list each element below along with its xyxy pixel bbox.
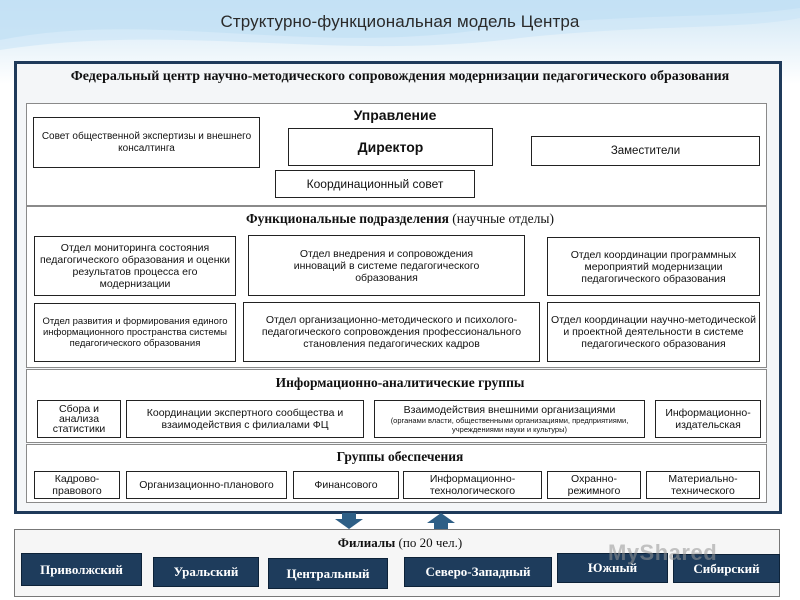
branch-box: Уральский [153,557,259,587]
functional-title-bold: Функциональные подразделения [246,211,449,226]
functional-unit: Отдел координации программных мероприяти… [547,237,760,296]
info-group-external: Взаимодействия внешними организациями (о… [374,400,645,438]
support-group-box: Финансового [293,471,399,499]
slide-title: Структурно-функциональная модель Центра [220,12,580,31]
info-group-external-note: (органами власти, общественными организа… [390,416,629,434]
functional-unit: Отдел мониторинга состояния педагогическ… [34,236,236,296]
support-group-box: Кадрово-правового [34,471,120,499]
info-group-box: Информационно-издательская [655,400,761,438]
arrow-down-icon [335,513,363,529]
support-group-box: Информационно-технологического [403,471,542,499]
watermark: MyShared [608,540,718,565]
info-group-external-label: Взаимодействия внешними организациями [403,404,616,416]
center-heading: Федеральный центр научно-методического с… [70,69,730,84]
info-group-box: Сбора и анализа статистики [37,400,121,438]
branch-box: Южный [557,553,668,583]
support-group-box: Организационно-планового [126,471,287,499]
branches-title: Филиалы (по 20 чел.) [250,535,550,551]
branch-box: Центральный [268,558,388,589]
branch-box: Северо-Западный [404,557,552,587]
arrow-up-icon [427,513,455,529]
coordination-council-box: Координационный совет [275,170,475,198]
functional-unit: Отдел координации научно-методической и … [547,302,760,362]
functional-unit: Отдел внедрения и сопровождения инноваци… [248,235,525,296]
branches-title-normal: (по 20 чел.) [395,535,463,550]
header-wave-decoration [0,0,800,50]
branch-box: Приволжский [21,553,142,586]
management-title: Управление [353,107,437,123]
council-expertise-box: Совет общественной экспертизы и внешнего… [33,117,260,168]
branch-box: Сибирский [673,554,780,583]
functional-unit: Отдел организационно-методического и пси… [243,302,540,362]
support-group-box: Материально-технического [646,471,760,499]
director-box: Директор [288,128,493,166]
deputies-box: Заместители [531,136,760,166]
info-group-box: Координации экспертного сообщества и вза… [126,400,364,438]
functional-title-normal: (научные отделы) [448,211,554,226]
branches-title-bold: Филиалы [337,535,396,550]
support-group-box: Охранно-режимного [547,471,641,499]
info-groups-title: Информационно-аналитические группы [275,375,525,390]
support-groups-title: Группы обеспечения [336,449,464,464]
functional-title: Функциональные подразделения (научные от… [120,211,680,227]
functional-unit: Отдел развития и формирования единого ин… [34,303,236,362]
